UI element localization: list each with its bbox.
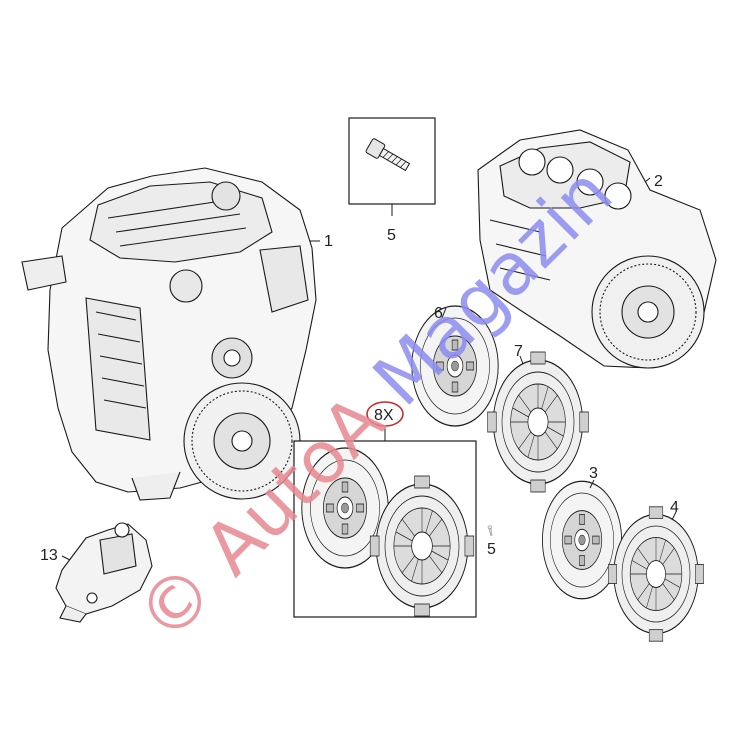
leader-line-7 — [519, 355, 524, 365]
engine-assembly — [21, 167, 317, 501]
engine-mount — [55, 522, 153, 623]
callout-1: 1 — [324, 233, 333, 250]
pressure-plate-4 — [607, 506, 705, 642]
callout-5-top: 5 — [387, 227, 396, 244]
callout-8x: 8X — [374, 407, 394, 424]
callout-2: 2 — [654, 173, 663, 190]
callout-4: 4 — [670, 499, 679, 516]
callout-13: 13 — [40, 547, 58, 564]
small-bolt-part — [487, 525, 494, 536]
callout-6: 6 — [434, 305, 443, 322]
leader-line-3 — [589, 479, 595, 489]
leader-line-4 — [671, 511, 677, 521]
callout-highlight-ring — [366, 401, 404, 427]
pressure-plate-7 — [486, 351, 590, 493]
leader-line-6 — [441, 307, 447, 319]
leader-line-13 — [61, 555, 71, 561]
callout-3: 3 — [589, 465, 598, 482]
engine-block — [477, 129, 717, 369]
leader-line-2 — [644, 177, 651, 183]
callout-5-lower: 5 — [487, 541, 496, 558]
callout-7: 7 — [514, 343, 523, 360]
